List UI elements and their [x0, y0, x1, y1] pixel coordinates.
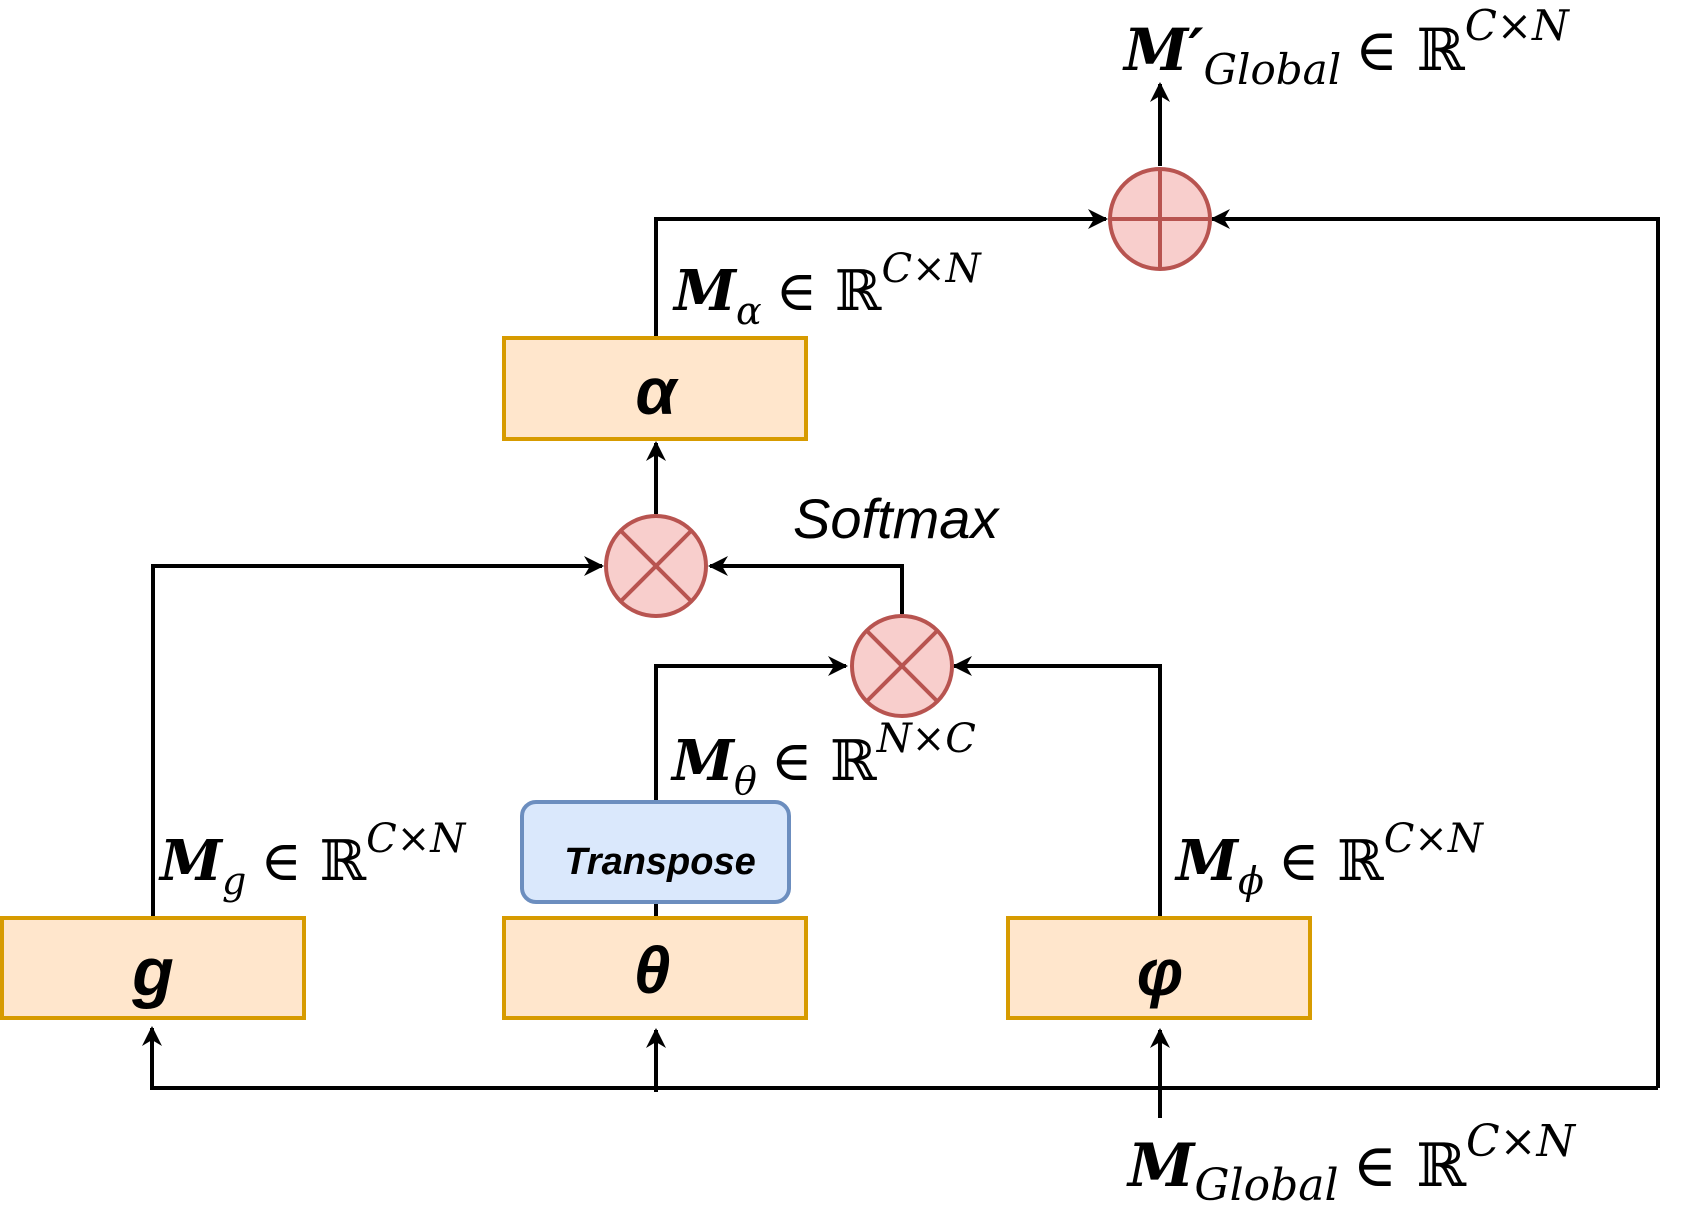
block-alpha-label: α — [636, 354, 680, 428]
block-transpose: Transpose — [520, 800, 791, 904]
transpose-to-mult-arrow — [654, 656, 848, 802]
add-op — [1108, 167, 1212, 271]
softmax-label: Softmax — [793, 487, 1000, 550]
m-global-output-label: M′Global∈ ℝC×N — [1122, 1, 1570, 94]
alpha-to-add-arrow — [654, 209, 1108, 338]
multiply-op-lower — [850, 614, 954, 718]
connectors — [142, 82, 1660, 1118]
m-alpha-label: Mα∈ ℝC×N — [672, 246, 983, 333]
m-theta-label: Mθ∈ ℝN×C — [670, 716, 976, 803]
m-phi-label: Mϕ∈ ℝC×N — [1174, 816, 1485, 903]
softmax-arrow — [708, 556, 904, 614]
block-transpose-label: Transpose — [564, 841, 755, 883]
block-theta-label: θ — [634, 933, 671, 1007]
residual-arrow — [1210, 209, 1660, 1088]
block-phi: φ — [1006, 916, 1312, 1020]
block-g-label: g — [131, 934, 174, 1010]
m-global-input-label: MGlobal∈ ℝC×N — [1126, 1116, 1577, 1205]
bus-to-g-arrow — [142, 1026, 1658, 1090]
phi-to-mult-arrow — [952, 656, 1162, 918]
multiply-op-upper — [604, 514, 708, 618]
block-alpha: α — [502, 336, 808, 441]
m-g-label: Mg∈ ℝC×N — [158, 816, 467, 903]
g-to-mult-arrow — [151, 556, 604, 918]
block-theta: θ — [502, 916, 808, 1020]
block-phi-label: φ — [1137, 935, 1183, 1009]
block-g: g — [0, 916, 306, 1020]
